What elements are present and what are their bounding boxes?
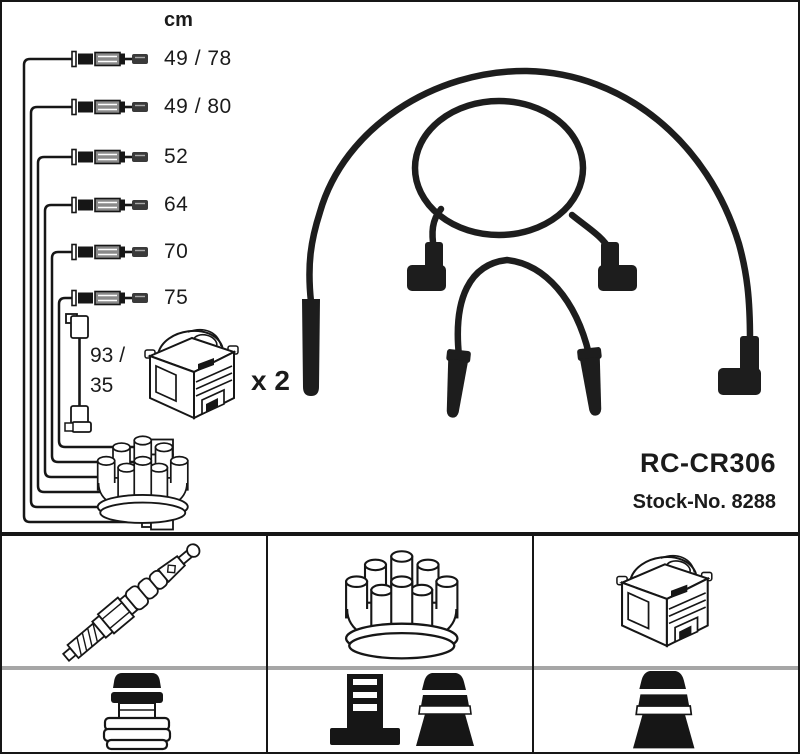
component-legend [2, 532, 798, 752]
stock-number: Stock-No. 8288 [632, 491, 776, 513]
legend-column-spark-plug [2, 536, 266, 752]
ignition-coil-icon [615, 554, 713, 647]
legend-cell-distributor-cap [268, 536, 532, 666]
elbow-boot [740, 336, 759, 376]
legend-cell-spark-plug [2, 536, 266, 666]
product-overview: cm 49 / 78 49 / 80 52 64 70 75 93 / 35 x… [2, 2, 798, 532]
cable-fanout-wires [22, 57, 142, 524]
cable-length-value: 75 [164, 286, 189, 309]
legend-column-distributor [266, 536, 532, 752]
straight-boot [446, 349, 471, 418]
distributor-cap-drawing [96, 435, 189, 524]
straight-boot [577, 347, 602, 416]
cable-drawings [70, 50, 150, 307]
coil-cable-length-line1: 93 / [90, 344, 126, 367]
length-unit-label: cm [164, 9, 193, 31]
cable-set-photo [302, 67, 761, 418]
plug-boot-tapered-icon [632, 670, 696, 750]
legend-cell-distributor-connectors [268, 666, 532, 752]
distributor-connector-icons [330, 672, 475, 747]
spark-plug-icon [57, 536, 207, 666]
ignition-coil-drawing [144, 328, 239, 419]
straight-boot [302, 299, 320, 396]
cable-length-value: 49 / 78 [164, 47, 232, 70]
distributor-cap-icon [344, 550, 459, 660]
cable-length-value: 70 [164, 240, 189, 263]
cable-length-value: 52 [164, 145, 189, 168]
coil-cable-drawing [64, 313, 92, 433]
legend-column-coil [532, 536, 798, 752]
part-number: RC-CR306 [639, 448, 776, 478]
legend-cell-plug-boot-ribbed [2, 666, 266, 752]
plug-boot-ribbed-icon [102, 671, 172, 751]
legend-cell-ignition-coil [534, 536, 798, 666]
cable-length-diagram [22, 50, 761, 531]
coil-quantity-label: x 2 [251, 365, 290, 396]
coil-cable-length-line2: 35 [90, 374, 114, 397]
cable-length-value: 64 [164, 193, 189, 216]
cable-length-value: 49 / 80 [164, 95, 232, 118]
legend-cell-coil-boot [534, 666, 798, 752]
